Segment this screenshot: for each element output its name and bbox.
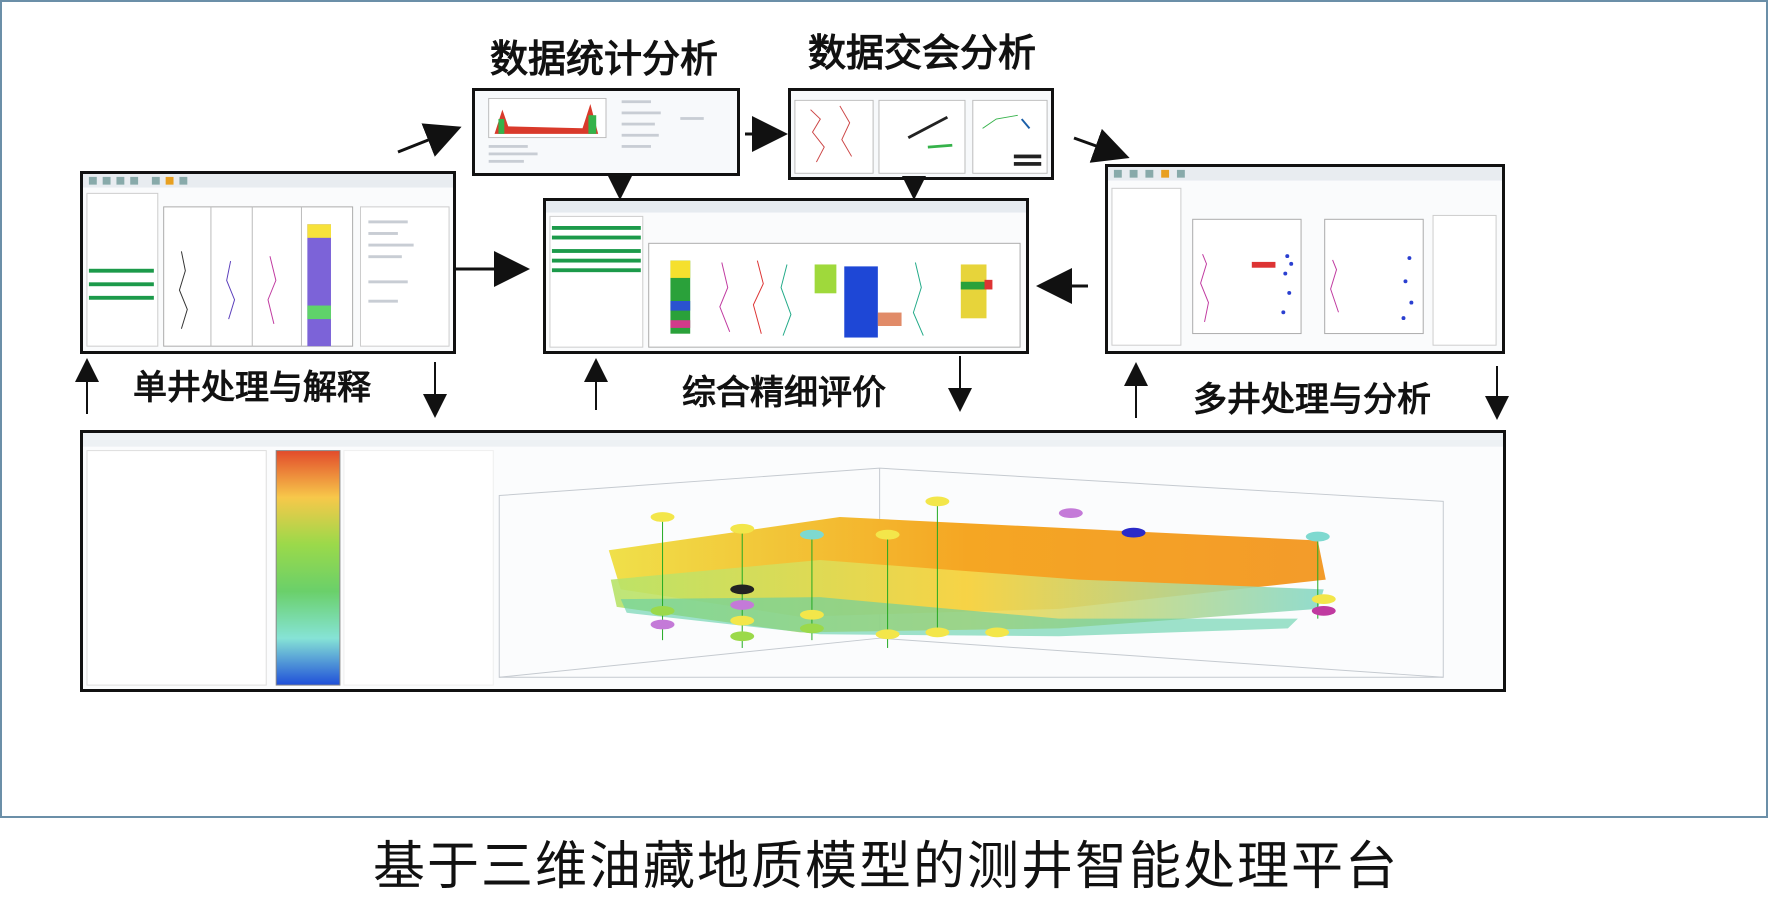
multi-well-screenshot (1108, 167, 1502, 351)
single-well-screenshot (83, 174, 453, 351)
label-stats: 数据统计分析 (490, 37, 719, 81)
figure-caption: 基于三维油藏地质模型的测井智能处理平台 (372, 837, 1399, 897)
arrow-single-to-stats (397, 123, 462, 157)
arrow-crossplot-to-multi (1073, 128, 1130, 163)
well-markers (650, 496, 1336, 648)
panel-single-well (80, 171, 456, 354)
stats-screenshot (475, 91, 737, 173)
panel-multi-well (1105, 164, 1505, 354)
model-screenshot (83, 433, 1503, 689)
label-integrated: 综合精细评价 (682, 373, 886, 413)
label-crossplot: 数据交会分析 (808, 31, 1037, 75)
diagram-frame (0, 0, 1768, 818)
panel-crossplot (788, 88, 1054, 180)
panel-integrated (543, 198, 1029, 354)
panel-stats (472, 88, 740, 176)
label-multi-well: 多井处理与分析 (1193, 380, 1431, 420)
label-single-well: 单井处理与解释 (133, 368, 371, 408)
panel-3d-model (80, 430, 1506, 692)
integrated-screenshot (546, 201, 1026, 351)
crossplot-screenshot (791, 91, 1051, 177)
